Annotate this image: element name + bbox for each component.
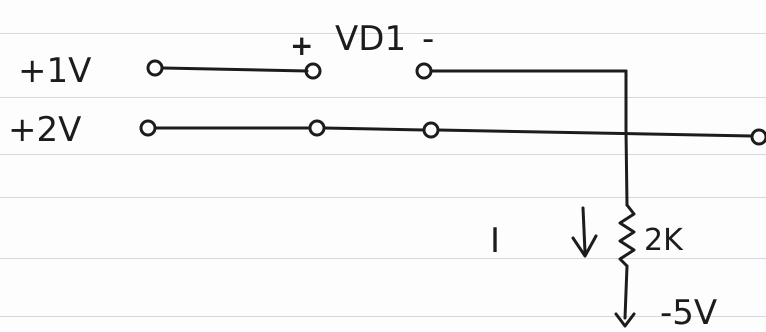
supply-arrow-icon: [614, 312, 636, 328]
label-diode-minus: -: [422, 19, 434, 59]
terminal-mid-2: [422, 121, 440, 139]
wire-to-supply: [623, 264, 629, 320]
resistor-symbol: [618, 203, 636, 268]
ruled-line: [0, 258, 766, 259]
label-diode-plus: +: [290, 29, 313, 62]
current-arrow-shaft: [581, 206, 587, 254]
ruled-line: [0, 316, 766, 317]
wire-to-resistor: [624, 129, 629, 207]
label-diode-name: VD1: [335, 19, 406, 59]
ruled-line: [0, 33, 766, 34]
wire-output: [436, 128, 754, 138]
label-input-1: +1V: [18, 51, 91, 91]
ruled-line: [0, 97, 766, 98]
ruled-line: [0, 154, 766, 155]
label-resistor: 2K: [644, 223, 684, 258]
terminal-output: [750, 128, 766, 146]
terminal-mid-1: [308, 119, 326, 137]
terminal-input-2: [139, 119, 157, 137]
terminal-diode-anode: [304, 62, 322, 80]
label-input-2: +2V: [8, 110, 81, 150]
ruled-line: [0, 197, 766, 198]
wire-input-1: [161, 66, 309, 73]
label-current: I: [490, 221, 500, 261]
label-supply: -5V: [660, 293, 717, 332]
current-arrow-icon: [571, 234, 598, 258]
wire-mid: [322, 126, 426, 132]
terminal-diode-cathode: [415, 62, 433, 80]
terminal-input-1: [146, 59, 164, 77]
